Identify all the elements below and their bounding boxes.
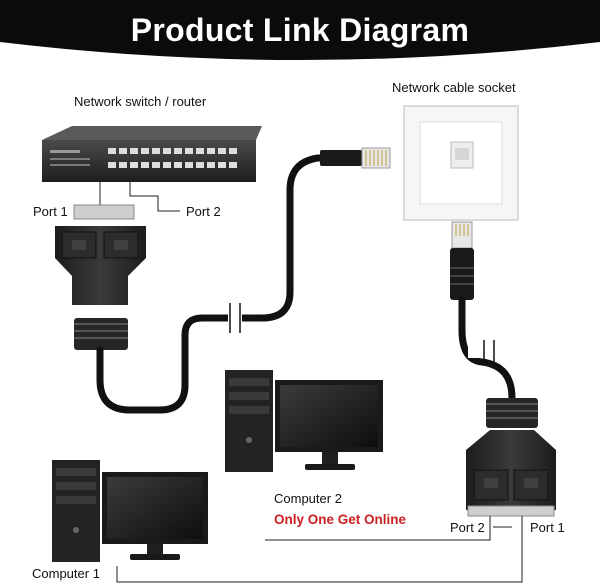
socket-label: Network cable socket: [392, 80, 516, 95]
computer-1-icon: [52, 460, 208, 562]
rj45-plug-socket-icon: [450, 221, 474, 300]
cable-break-mark-2: [468, 340, 498, 364]
warning-label: Only One Get Online: [274, 512, 407, 527]
port-callout-lines-right: [116, 516, 523, 583]
page-title: Product Link Diagram: [130, 12, 470, 48]
port1-right-label: Port 1: [530, 520, 565, 535]
cable-break-mark-1: [228, 303, 242, 333]
computer2-label: Computer 2: [274, 491, 342, 506]
wall-socket-icon: [403, 105, 519, 221]
port2-right-label: Port 2: [450, 520, 485, 535]
title-banner: Product Link Diagram: [0, 0, 600, 66]
cable-socket-to-splitter: [458, 296, 516, 402]
computer-2-icon: [225, 370, 383, 472]
switch-label: Network switch / router: [74, 94, 207, 109]
port2-left-label: Port 2: [186, 204, 221, 219]
splitter-left-icon: [55, 204, 146, 350]
splitter-right-icon: [466, 398, 556, 517]
network-switch-icon: [42, 126, 262, 182]
computer1-label: Computer 1: [32, 566, 100, 581]
rj45-plug-top-icon: [320, 147, 391, 169]
cable-switch-to-socket: [96, 154, 326, 414]
port1-left-label: Port 1: [33, 204, 68, 219]
